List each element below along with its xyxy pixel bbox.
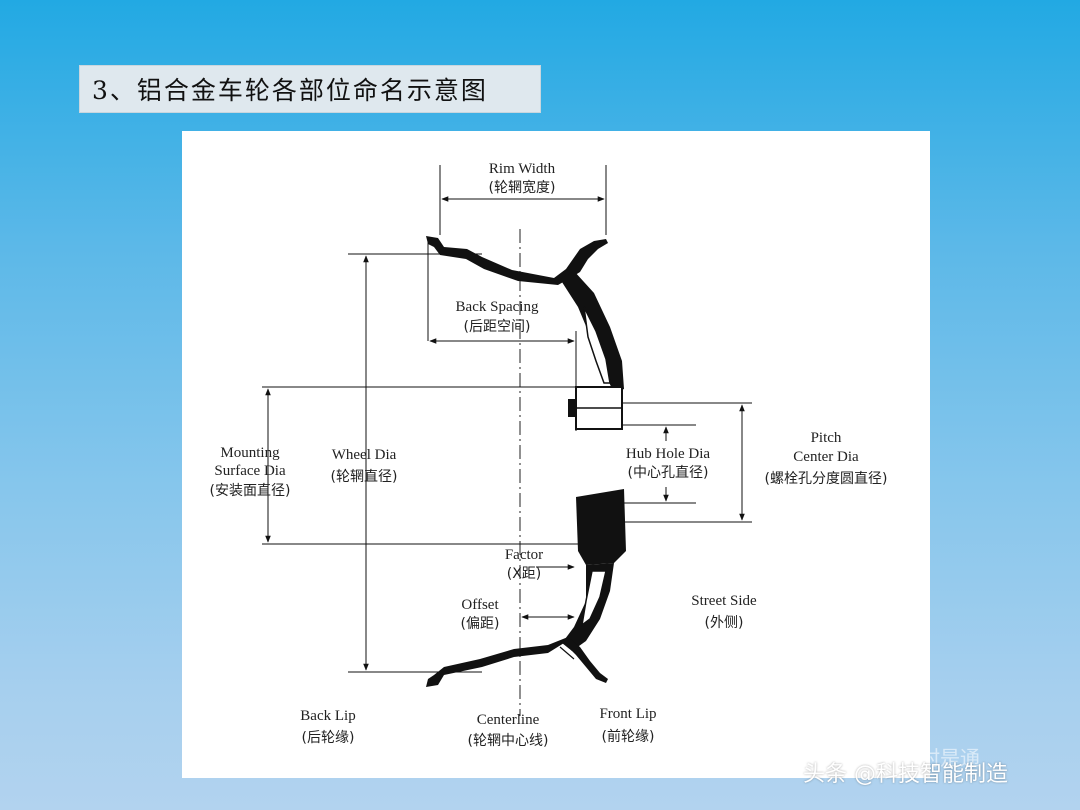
upper-disc-inner bbox=[583, 306, 611, 384]
back-spacing-cn-label: (后距空间) bbox=[464, 319, 531, 335]
back-rim-profile bbox=[426, 236, 608, 285]
centerline-label: Centerline bbox=[477, 712, 540, 728]
pitch-cn-label: (螺栓孔分度圆直径) bbox=[765, 470, 888, 487]
mounting-label-line2: Surface Dia bbox=[214, 463, 286, 479]
back-lip-label: Back Lip bbox=[300, 708, 355, 724]
factor-cn-label: (X距) bbox=[507, 566, 542, 582]
wheel-dia-label: Wheel Dia bbox=[332, 447, 397, 463]
back-lip-cn-label: (后轮缘) bbox=[302, 730, 355, 746]
slide-title-box: 3、铝合金车轮各部位命名示意图 bbox=[79, 65, 541, 113]
diagram-panel: Rim Width (轮辋宽度) Back Spacing (后距空间) Whe… bbox=[182, 131, 930, 778]
pitch-label-line1: Pitch bbox=[811, 430, 842, 446]
wheel-dia-cn-label: (轮辋直径) bbox=[331, 468, 398, 485]
mounting-cn-label: (安装面直径) bbox=[210, 482, 291, 499]
centerline-cn-label: (轮辋中心线) bbox=[468, 733, 549, 749]
rim-width-label: Rim Width bbox=[489, 161, 556, 177]
pitch-label-line2: Center Dia bbox=[793, 449, 859, 465]
wheel-cross-section-diagram: Rim Width (轮辋宽度) Back Spacing (后距空间) Whe… bbox=[210, 161, 888, 749]
front-lip-cn-label: (前轮缘) bbox=[602, 728, 655, 745]
street-side-label: Street Side bbox=[691, 593, 757, 609]
back-spacing-label: Back Spacing bbox=[456, 299, 539, 315]
front-lip-label: Front Lip bbox=[599, 706, 656, 722]
slide-title: 3、铝合金车轮各部位命名示意图 bbox=[92, 76, 488, 105]
faint-watermark: 村是通 bbox=[920, 746, 980, 770]
rim-width-cn-label: (轮辋宽度) bbox=[489, 179, 556, 196]
hub-lower-block bbox=[576, 489, 626, 565]
valve-hatch bbox=[559, 638, 583, 660]
hub-hole-label: Hub Hole Dia bbox=[626, 446, 710, 462]
lower-disc-inner bbox=[580, 570, 607, 627]
offset-cn-label: (偏距) bbox=[461, 616, 500, 632]
mounting-label-line1: Mounting bbox=[220, 445, 280, 461]
factor-label: Factor bbox=[505, 547, 543, 563]
offset-label: Offset bbox=[461, 597, 499, 613]
hub-hole-cn-label: (中心孔直径) bbox=[628, 464, 709, 481]
source-watermark: 头条 @科技智能制造 bbox=[803, 762, 1008, 787]
street-side-cn-label: (外侧) bbox=[705, 615, 744, 631]
